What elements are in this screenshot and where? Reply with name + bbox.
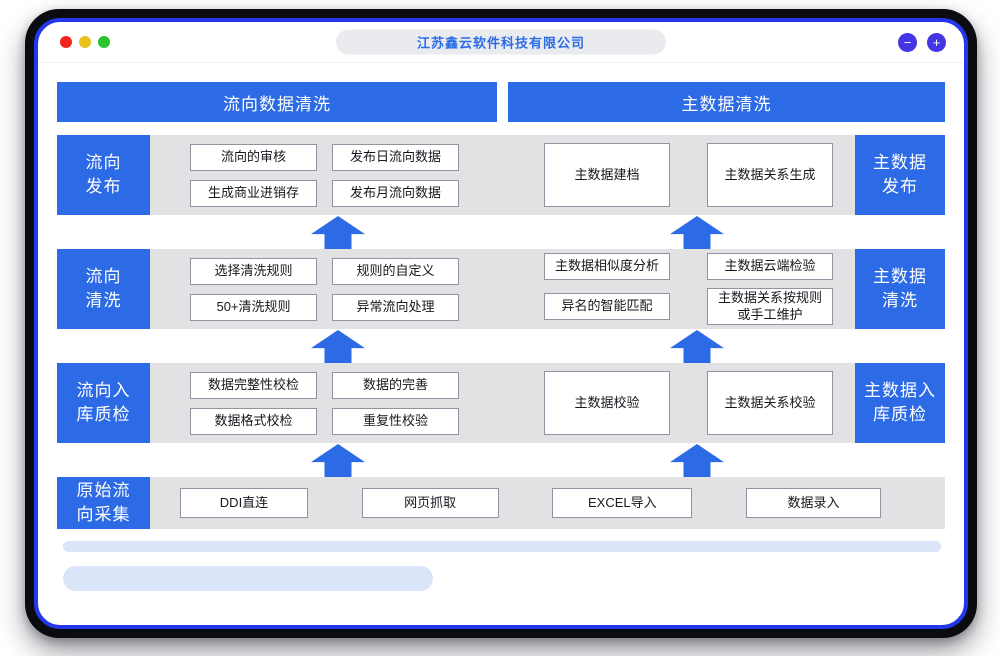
- stage-label-raw-collection: 原始流 向采集: [57, 477, 150, 529]
- collection-band: DDI直连 网页抓取 EXCEL导入 数据录入: [150, 477, 945, 529]
- maximize-button[interactable]: [98, 36, 110, 48]
- arrow-gap: [57, 215, 945, 249]
- arrow-up-icon: [670, 330, 724, 363]
- stage-row-collection: 原始流 向采集 DDI直连 网页抓取 EXCEL导入 数据录入: [57, 477, 945, 529]
- diagram-node: 发布日流向数据: [332, 143, 459, 171]
- arrow-up-icon: [670, 444, 724, 477]
- stage-label-flow-cleaning: 流向 清洗: [57, 249, 150, 329]
- master-qc-boxes: 主数据校验 主数据关系校验: [544, 371, 833, 435]
- master-cleaning-boxes: 主数据相似度分析 主数据云端检验 异名的智能匹配 主数据关系按规则 或手工维护: [544, 252, 833, 326]
- minimize-button[interactable]: [79, 36, 91, 48]
- diagram-node: 主数据相似度分析: [544, 252, 670, 280]
- stage-row-cleaning: 流向 清洗 选择清洗规则 规则的自定义 50+清洗规则 异常流向处理 主数据相似…: [57, 249, 945, 329]
- diagram-node: 网页抓取: [361, 488, 499, 518]
- stage-band: 流向的审核 发布日流向数据 生成商业进销存 发布月流向数据 主数据建档 主数据关…: [150, 135, 855, 215]
- arrow-up-icon: [670, 216, 724, 249]
- diagram-node: 数据录入: [745, 488, 881, 518]
- arrow-gap: [57, 329, 945, 363]
- stage-band: 选择清洗规则 规则的自定义 50+清洗规则 异常流向处理 主数据相似度分析 主数…: [150, 249, 855, 329]
- diagram-node: 主数据建档: [544, 143, 670, 207]
- traffic-lights: [38, 36, 110, 48]
- zoom-in-button[interactable]: +: [927, 32, 946, 52]
- plus-icon: +: [932, 34, 941, 50]
- diagram-node: 主数据校验: [544, 371, 670, 435]
- stage-row-publish: 流向 发布 流向的审核 发布日流向数据 生成商业进销存 发布月流向数据 主数据建…: [57, 135, 945, 215]
- diagram-node: 发布月流向数据: [332, 179, 459, 207]
- stage-row-qc: 流向入 库质检 数据完整性校检 数据的完善 数据格式校检 重复性校验 主数据校验…: [57, 363, 945, 443]
- diagram-node: 重复性校验: [332, 407, 459, 435]
- flow-qc-boxes: 数据完整性校检 数据的完善 数据格式校检 重复性校验: [190, 371, 459, 435]
- header-master-data-cleaning: 主数据清洗: [508, 82, 945, 122]
- diagram-node: 主数据关系按规则 或手工维护: [707, 287, 833, 326]
- arrow-up-icon: [311, 216, 365, 249]
- diagram-node: 主数据关系校验: [707, 371, 833, 435]
- arrow-up-icon: [311, 330, 365, 363]
- diagram-node: 生成商业进销存: [190, 179, 317, 207]
- stage-label-master-cleaning: 主数据 清洗: [855, 249, 945, 329]
- header-flow-data-cleaning: 流向数据清洗: [57, 82, 497, 122]
- diagram-node: 数据的完善: [332, 371, 459, 399]
- diagram-node: 规则的自定义: [332, 257, 459, 285]
- diagram-node: 50+清洗规则: [190, 293, 317, 321]
- diagram-node: 异名的智能匹配: [544, 293, 670, 320]
- diagram-node: 异常流向处理: [332, 293, 459, 321]
- diagram-node: DDI直连: [180, 488, 308, 518]
- diagram-node: 主数据云端检验: [707, 252, 833, 280]
- diagram-node: 选择清洗规则: [190, 257, 317, 285]
- master-publish-boxes: 主数据建档 主数据关系生成: [544, 143, 833, 207]
- arrow-up-icon: [311, 444, 365, 477]
- stage-band: 数据完整性校检 数据的完善 数据格式校检 重复性校验 主数据校验 主数据关系校验: [150, 363, 855, 443]
- placeholder-bar-long: [63, 541, 941, 552]
- flow-publish-boxes: 流向的审核 发布日流向数据 生成商业进销存 发布月流向数据: [190, 143, 459, 207]
- placeholder-bar-short: [63, 566, 433, 591]
- close-button[interactable]: [60, 36, 72, 48]
- window-controls: − +: [898, 32, 964, 52]
- diagram-node: 主数据关系生成: [707, 143, 833, 207]
- stage-label-master-publish: 主数据 发布: [855, 135, 945, 215]
- stage-label-flow-qc: 流向入 库质检: [57, 363, 150, 443]
- browser-window: 江苏鑫云软件科技有限公司 − + 流向数据清洗 主数据清洗 流向 发布: [34, 18, 968, 629]
- window-frame: 江苏鑫云软件科技有限公司 − + 流向数据清洗 主数据清洗 流向 发布: [25, 9, 977, 638]
- stage-label-master-qc: 主数据入 库质检: [855, 363, 945, 443]
- section-headers: 流向数据清洗 主数据清洗: [57, 82, 945, 122]
- diagram-node: EXCEL导入: [552, 488, 693, 518]
- diagram-content: 流向数据清洗 主数据清洗 流向 发布 流向的审核 发布日流向数据 生成商业进销存…: [38, 82, 964, 591]
- diagram-node: 数据完整性校检: [190, 371, 317, 399]
- minus-icon: −: [903, 34, 912, 50]
- arrow-gap: [57, 443, 945, 477]
- flow-cleaning-boxes: 选择清洗规则 规则的自定义 50+清洗规则 异常流向处理: [190, 257, 459, 321]
- zoom-out-button[interactable]: −: [898, 32, 917, 52]
- diagram-node: 数据格式校检: [190, 407, 317, 435]
- window-title: 江苏鑫云软件科技有限公司: [336, 29, 666, 55]
- stage-label-flow-publish: 流向 发布: [57, 135, 150, 215]
- diagram-node: 流向的审核: [190, 143, 317, 171]
- titlebar: 江苏鑫云软件科技有限公司 − +: [38, 22, 964, 63]
